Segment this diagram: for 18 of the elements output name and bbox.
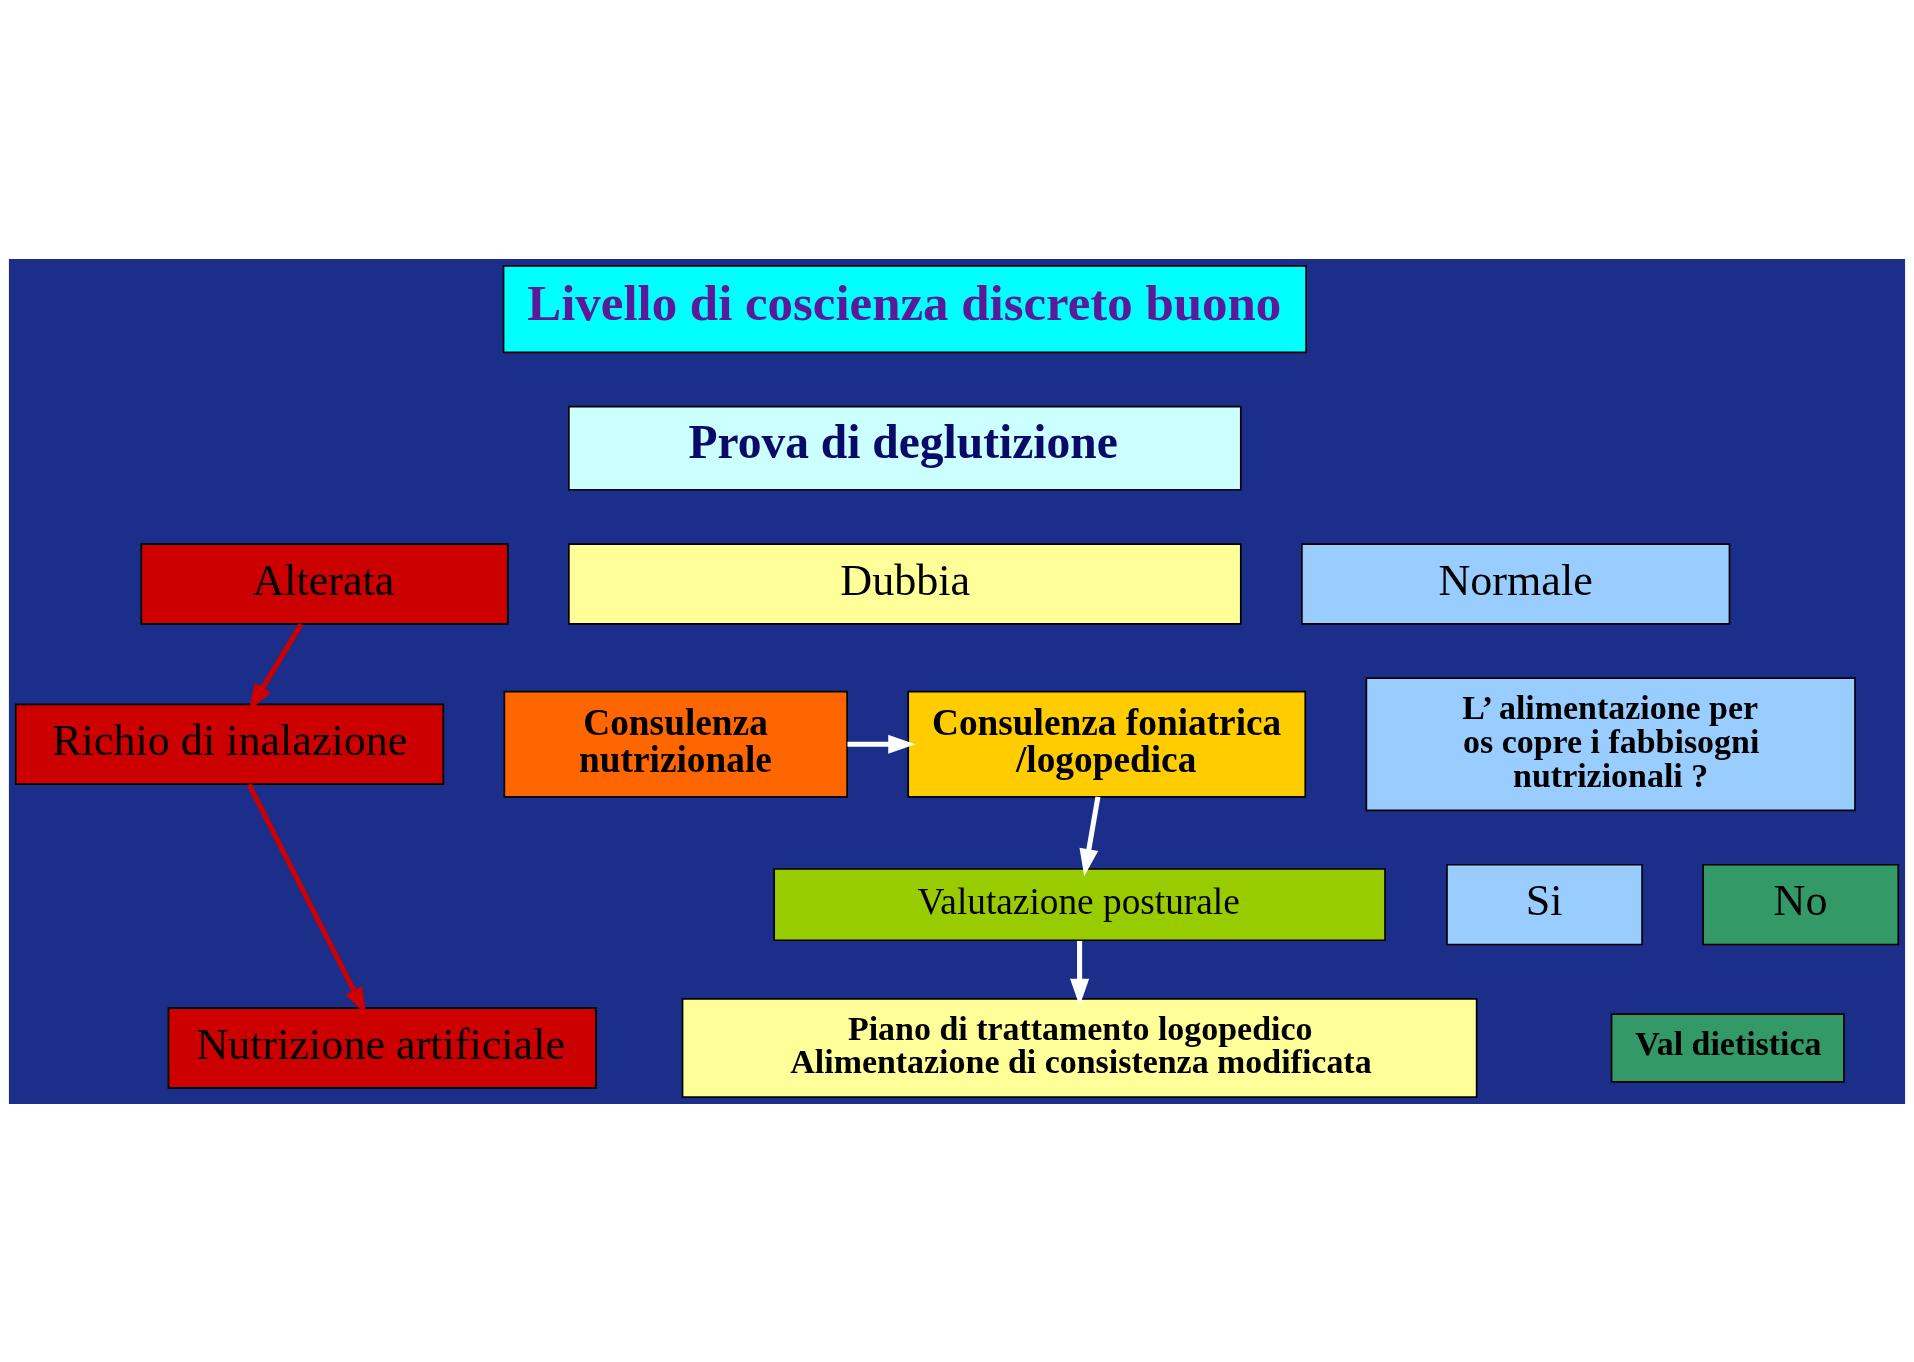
arrow [847,734,916,754]
node-box: Val dietistica [1610,1012,1845,1083]
node-box: Richio di inalazione [14,703,445,785]
node-box: Valutazione posturale [773,867,1386,941]
node-box: Dubbia [568,542,1242,625]
node-box: Livello di coscienza discreto buono [502,264,1307,353]
node-box: Consulenza foniatrica /logopedica [907,690,1307,798]
node-box: Prova di deglutizione [568,405,1242,491]
node-box: Consulenza nutrizionale [503,690,848,798]
node-box: No [1702,863,1900,945]
node-box: Si [1446,863,1643,945]
arrow [1079,796,1101,876]
node-box: Normale [1301,542,1731,625]
node-box: L’ alimentazione per os copre i fabbisogni nutrizionali ? [1365,676,1856,811]
arrow [1070,940,1090,1006]
node-box: Alterata [140,542,509,625]
node-box: Nutrizione artificiale [167,1006,597,1089]
node-box: Piano di trattamento logopedico Alimentazione di consistenza modificata [681,997,1478,1098]
